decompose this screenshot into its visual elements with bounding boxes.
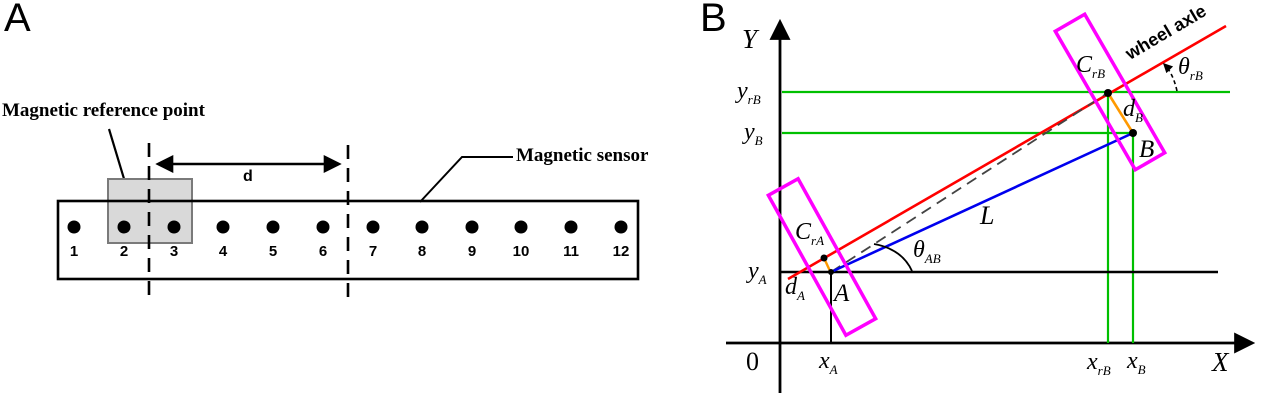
sensor-dot bbox=[316, 220, 330, 234]
sensor-leader-line bbox=[419, 156, 513, 203]
y-rB-label: yrB bbox=[737, 78, 761, 107]
sensor-dots bbox=[67, 220, 628, 234]
sensor-number-3: 3 bbox=[169, 243, 179, 260]
sensor-dot bbox=[216, 220, 230, 234]
sensor-dot bbox=[167, 220, 181, 234]
y-A-base: y bbox=[748, 258, 759, 284]
theta-rB-base: θ bbox=[1178, 54, 1190, 80]
C-rB-label: CrB bbox=[1076, 52, 1106, 81]
sensor-number-9: 9 bbox=[467, 243, 477, 260]
d-B-base: d bbox=[1123, 96, 1135, 122]
x-rB-base: x bbox=[1087, 349, 1098, 375]
magnetic-sensor-label: Magnetic sensor bbox=[516, 145, 649, 166]
sensor-dot bbox=[614, 220, 628, 234]
sensor-number-4: 4 bbox=[218, 243, 228, 260]
C-rA-label: CrA bbox=[795, 219, 825, 248]
sensor-number-12: 12 bbox=[612, 243, 630, 260]
x-rB-sub: rB bbox=[1097, 363, 1111, 378]
y-rB-sub: rB bbox=[747, 92, 761, 107]
d-A-label: dA bbox=[785, 274, 805, 303]
sensor-number-1: 1 bbox=[69, 243, 79, 260]
sensor-number-2: 2 bbox=[119, 243, 129, 260]
sensor-dot bbox=[564, 220, 578, 234]
theta-rB-sub: rB bbox=[1189, 68, 1203, 83]
theta-AB-label: θAB bbox=[913, 237, 941, 266]
C-rB-base: C bbox=[1076, 52, 1093, 78]
x-A-label: xA bbox=[819, 348, 838, 377]
sensor-number-7: 7 bbox=[368, 243, 378, 260]
C-rB-sub: rB bbox=[1092, 66, 1106, 81]
sensor-dot bbox=[117, 220, 131, 234]
point-CrB bbox=[1104, 89, 1112, 97]
sensor-dot bbox=[514, 220, 528, 234]
y-B-label: yB bbox=[744, 119, 763, 148]
y-B-sub: B bbox=[754, 133, 763, 148]
d-B-sub: B bbox=[1135, 110, 1143, 125]
d-A-base: d bbox=[785, 274, 797, 300]
theta-rB-arc-arrow bbox=[1162, 62, 1178, 92]
dashed-line-A-to-CrB bbox=[830, 93, 1107, 273]
wheel-axle-line bbox=[787, 24, 1227, 281]
sensor-array-at-A bbox=[765, 176, 879, 338]
theta-AB-arc bbox=[873, 243, 913, 272]
panel-a-letter: A bbox=[4, 0, 31, 40]
point-A bbox=[828, 269, 834, 275]
distance-d-label: d bbox=[243, 168, 253, 185]
point-A-label: A bbox=[834, 280, 850, 307]
point-B-label: B bbox=[1139, 136, 1155, 163]
x-axis-label: X bbox=[1212, 347, 1229, 377]
d-B-label: dB bbox=[1123, 96, 1143, 125]
sensor-number-6: 6 bbox=[318, 243, 328, 260]
sensor-dot bbox=[67, 220, 81, 234]
theta-AB-sub: AB bbox=[924, 251, 941, 266]
sensor-dot bbox=[415, 220, 429, 234]
sensor-array-at-B bbox=[1052, 11, 1168, 173]
sensor-dot bbox=[465, 220, 479, 234]
point-B bbox=[1129, 129, 1137, 137]
chord-L-line-A-to-B bbox=[830, 131, 1134, 274]
y-rB-base: y bbox=[737, 78, 748, 104]
offset-dB-segment bbox=[1106, 92, 1135, 134]
x-rB-label: xrB bbox=[1087, 349, 1111, 378]
point-CrA bbox=[820, 254, 828, 262]
x-B-label: xB bbox=[1127, 348, 1146, 377]
magnetic-reference-point-label: Magnetic reference point bbox=[2, 100, 205, 121]
sensor-number-10: 10 bbox=[512, 243, 530, 260]
origin-label: 0 bbox=[746, 347, 759, 376]
y-B-base: y bbox=[744, 119, 755, 145]
sensor-number-11: 11 bbox=[563, 243, 579, 260]
d-A-sub: A bbox=[797, 288, 805, 303]
sensor-number-8: 8 bbox=[417, 243, 427, 260]
x-A-base: x bbox=[819, 348, 830, 374]
x-A-sub: A bbox=[829, 362, 838, 377]
magnetic-reference-point-box bbox=[107, 178, 193, 244]
sensor-dot bbox=[366, 220, 380, 234]
x-B-base: x bbox=[1127, 348, 1138, 374]
C-rA-base: C bbox=[795, 219, 812, 245]
y-axis-label: Y bbox=[742, 24, 758, 54]
y-A-label: yA bbox=[748, 258, 767, 287]
length-L-label: L bbox=[980, 201, 995, 230]
C-rA-sub: rA bbox=[811, 233, 825, 248]
sensor-dot bbox=[266, 220, 280, 234]
x-B-sub: B bbox=[1137, 362, 1146, 377]
theta-rB-label: θrB bbox=[1178, 54, 1203, 83]
sensor-number-5: 5 bbox=[268, 243, 278, 260]
y-A-sub: A bbox=[758, 272, 767, 287]
theta-AB-base: θ bbox=[913, 237, 925, 263]
panel-b-letter: B bbox=[700, 0, 727, 40]
